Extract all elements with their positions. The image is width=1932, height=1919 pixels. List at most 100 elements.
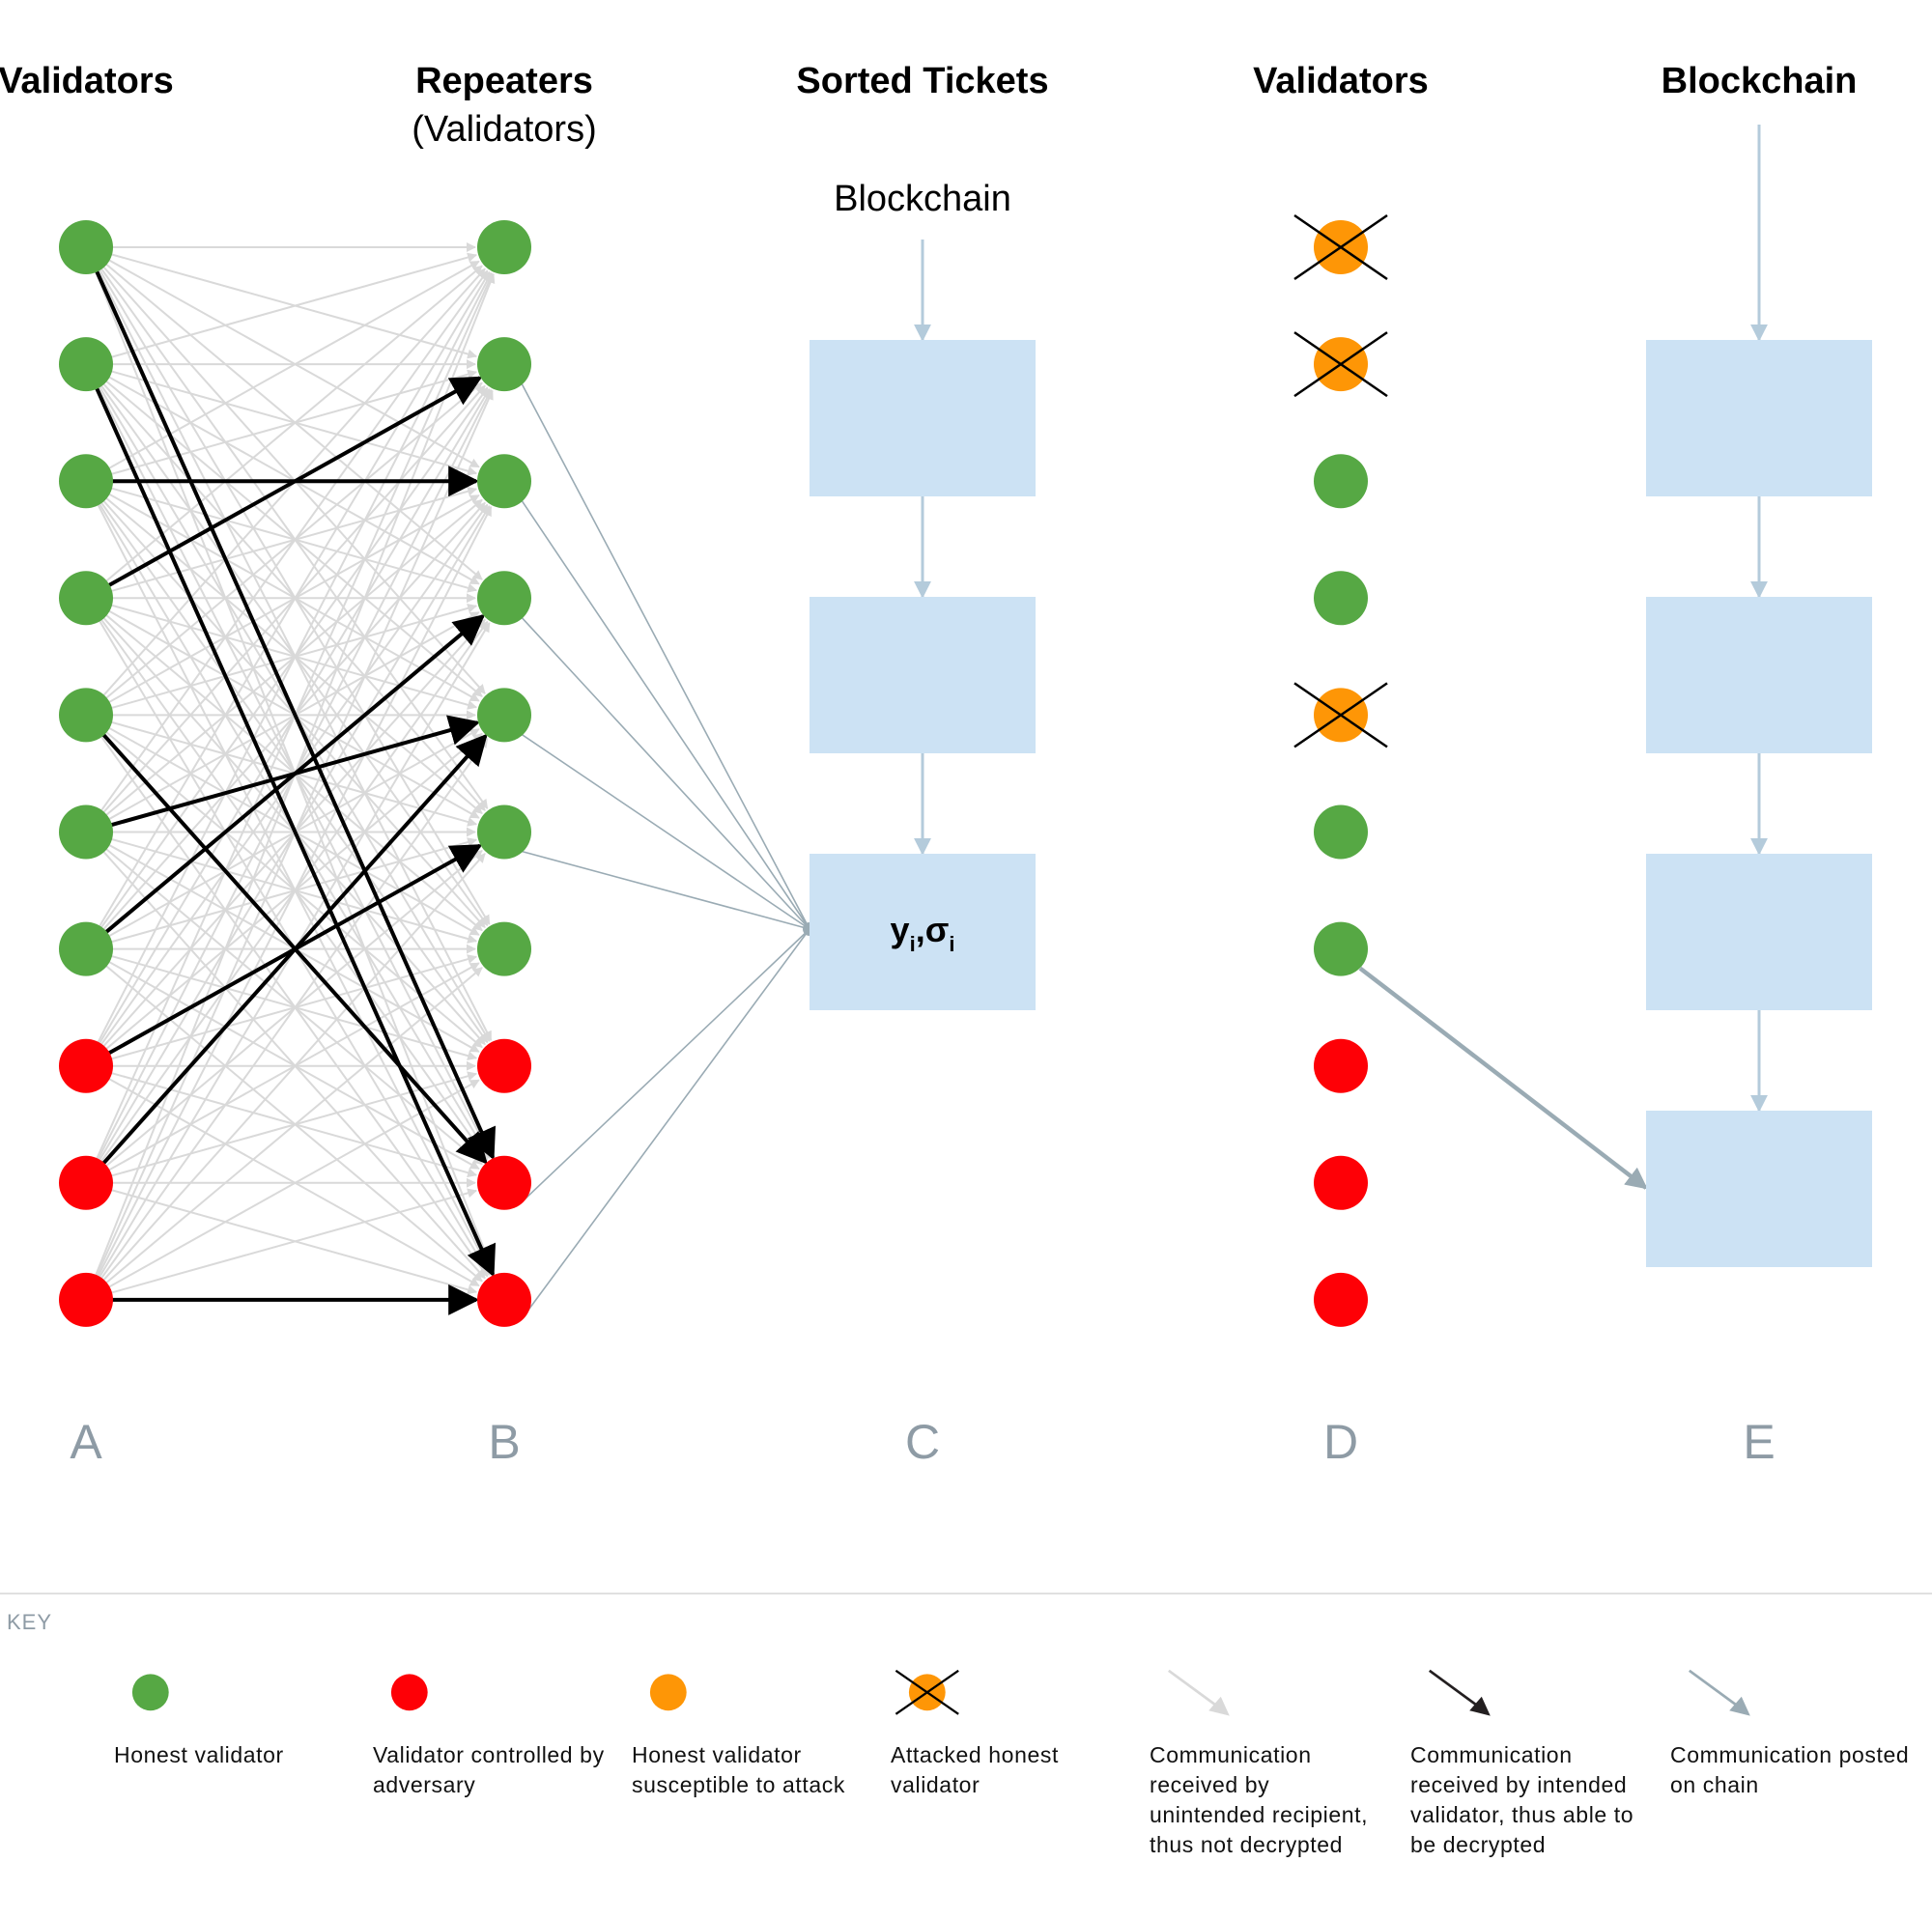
key-item-honest: Honest validator — [114, 1661, 355, 1770]
unintended-edge — [85, 503, 489, 1067]
attack-cross-icon — [1293, 331, 1388, 398]
unintended-edge — [85, 246, 491, 925]
key-item-intended-arrow: Communication received by intended valid… — [1410, 1661, 1652, 1860]
validator-node-d — [1314, 1272, 1368, 1327]
column-b-subtitle: (Validators) — [412, 109, 596, 150]
unintended-edge — [85, 618, 486, 1067]
unintended-edge — [85, 597, 491, 1276]
attacked-icon — [895, 1669, 959, 1715]
unintended-edge — [85, 268, 486, 717]
unintended-edge — [85, 480, 480, 702]
repeater-node-b — [477, 337, 531, 392]
unintended-edge — [85, 1181, 478, 1295]
key-divider — [0, 1593, 1932, 1594]
unintended-edge — [85, 831, 483, 1166]
key-item-susceptible: Honest validator susceptible to attack — [632, 1661, 873, 1800]
validator-node-a — [59, 1038, 113, 1093]
unintended-edge — [85, 246, 483, 580]
unintended-edge — [85, 1064, 478, 1178]
intended-edge — [99, 733, 488, 1168]
repeater-node-b — [477, 804, 531, 860]
unintended-edge — [85, 486, 478, 600]
intended-communications — [93, 268, 497, 1315]
column-a-title: Validators — [0, 61, 174, 101]
unintended-edge — [85, 246, 486, 694]
validator-node-a — [59, 220, 113, 274]
ticket-block — [810, 597, 1036, 753]
validator-node-a — [59, 337, 113, 392]
unintended-edge — [85, 947, 478, 1061]
unintended-edge — [85, 363, 483, 697]
unintended-edge — [85, 603, 478, 717]
posted-edge — [521, 928, 810, 1320]
unintended-edge — [85, 611, 480, 833]
validator-node-a — [59, 804, 113, 860]
unintended-edge — [85, 1064, 480, 1287]
unintended-edge — [85, 480, 493, 1276]
unintended-edge — [85, 622, 491, 1301]
unintended-edge — [85, 498, 483, 833]
unintended-edge — [85, 962, 480, 1184]
unintended-edge — [85, 597, 486, 1046]
validator-node-d — [1314, 1038, 1368, 1093]
key-label: Communication posted on chain — [1670, 1742, 1910, 1797]
unintended-edge — [85, 737, 489, 1301]
attack-diagram: Validators Repeaters (Validators) Sorted… — [0, 61, 1872, 1469]
validator-node-d — [1314, 571, 1368, 626]
key-label: Honest validator — [114, 1742, 284, 1767]
validator-node-a — [59, 1155, 113, 1210]
unintended-edge — [85, 831, 480, 1053]
posted-communications — [521, 382, 816, 1320]
unintended-edge — [85, 714, 478, 827]
unintended-edge — [85, 389, 494, 1301]
unintended-edge — [85, 246, 480, 468]
repeater-node-b — [477, 454, 531, 509]
unintended-edge — [85, 1079, 480, 1301]
repeater-node-b — [477, 921, 531, 976]
column-b-title: Repeaters — [415, 61, 593, 101]
unintended-edge — [85, 260, 480, 483]
sorted-tickets-chain-label: Blockchain — [834, 179, 1011, 219]
column-letter-e: E — [1743, 1415, 1775, 1469]
posted-edge — [521, 616, 810, 930]
posted-arrow-icon — [1689, 1669, 1750, 1716]
repeater-node-b — [477, 1272, 531, 1327]
column-e-title: Blockchain — [1662, 61, 1858, 101]
key-item-adversary: Validator controlled by adversary — [373, 1661, 614, 1800]
posted-edge — [521, 733, 810, 930]
unintended-edge — [85, 246, 493, 1041]
ticket-block — [810, 340, 1036, 496]
unintended-edge — [85, 501, 486, 950]
unintended-edge — [85, 388, 493, 1184]
repeater-node-b — [477, 1038, 531, 1093]
unintended-edge — [85, 837, 478, 950]
key-item-posted-arrow: Communication posted on chain — [1670, 1661, 1912, 1800]
key-item-attacked: Attacked honest validator — [891, 1661, 1132, 1800]
posted-edge — [521, 499, 810, 930]
intended-edge — [102, 613, 486, 936]
intended-edge — [99, 730, 488, 1165]
unintended-edge — [85, 388, 491, 1067]
validator-node-d — [1314, 1155, 1368, 1210]
unintended-edge — [85, 252, 478, 366]
unintended-edge — [85, 850, 483, 1184]
unintended-edge — [85, 381, 483, 717]
chain-block — [1646, 1111, 1872, 1267]
validator-node-d — [1314, 454, 1368, 509]
unintended-edge — [85, 620, 489, 1184]
unintended-arrow-icon — [1168, 1669, 1230, 1716]
intended-arrow-icon — [1429, 1669, 1491, 1716]
unintended-edge — [85, 269, 489, 833]
validator-node-a — [59, 688, 113, 743]
repeater-node-b — [477, 1155, 531, 1210]
key-label: Attacked honest validator — [891, 1742, 1059, 1797]
chain-block — [1646, 597, 1872, 753]
column-letter-c: C — [905, 1415, 940, 1469]
key-label: Validator controlled by adversary — [373, 1742, 605, 1797]
intended-edge — [93, 268, 497, 1161]
adversary-icon — [390, 1674, 428, 1711]
unintended-edge — [85, 831, 478, 944]
validator-node-a — [59, 1272, 113, 1327]
column-letter-a: A — [70, 1415, 102, 1469]
chain-links — [914, 125, 1768, 1190]
